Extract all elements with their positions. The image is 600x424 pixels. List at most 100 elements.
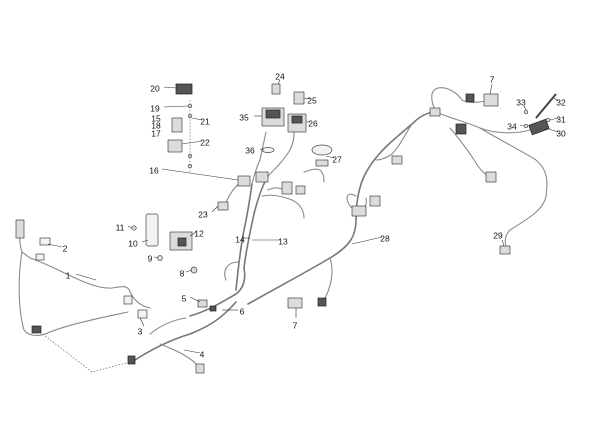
horn-part-27 — [311, 144, 333, 156]
harness-right-drop — [479, 127, 548, 251]
callout-c19: 19 — [150, 103, 160, 113]
callout-c17: 17 — [151, 128, 161, 138]
leader-32 — [553, 97, 559, 102]
harness-14-wire — [235, 183, 253, 291]
leader-10 — [141, 239, 149, 243]
callout-c6: 6 — [240, 306, 245, 316]
switch-part-25 — [293, 91, 305, 105]
leader-lines — [47, 79, 559, 354]
sensor-part-29 — [499, 245, 511, 255]
callout-c36: 36 — [245, 145, 255, 155]
harness-right-mid — [449, 127, 493, 179]
callout-c7b: 7 — [490, 74, 495, 84]
leader-30 — [545, 127, 559, 133]
washer-column — [187, 100, 193, 172]
wire-group — [18, 87, 548, 373]
callout-c13: 13 — [278, 236, 288, 246]
harness-13-wire — [243, 175, 269, 269]
callout-c10: 10 — [128, 238, 138, 248]
connector-part-3b — [137, 309, 148, 319]
rod-part-32 — [535, 93, 557, 119]
callout-c21: 21 — [200, 116, 210, 126]
harness-mid-branch — [261, 194, 305, 219]
callout-c2: 2 — [63, 243, 68, 253]
nut-part-8 — [190, 266, 198, 274]
leader-11 — [127, 225, 133, 229]
harness-right-loop — [375, 123, 413, 161]
callout-c15: 15 — [151, 113, 161, 123]
nut-part-9 — [157, 255, 163, 261]
connector-part-3a — [123, 295, 133, 305]
connector-part-28a — [351, 205, 367, 217]
connector-part-2b — [35, 253, 45, 261]
harness-4-wire — [131, 301, 237, 363]
callout-c30: 30 — [556, 128, 566, 138]
parts-group — [15, 83, 557, 374]
callout-c11: 11 — [116, 222, 125, 232]
leader-9 — [153, 256, 159, 259]
connector-part-16a — [237, 175, 251, 187]
connector-part-7-upper-b — [465, 93, 475, 103]
callout-c18: 18 — [151, 120, 161, 130]
clip-part-15 — [171, 117, 183, 133]
connector-right-c — [485, 171, 497, 183]
leader-34 — [519, 124, 525, 127]
leader-20 — [163, 86, 177, 89]
callout-c5: 5 — [182, 293, 187, 303]
connector-part-7-lower-tip — [317, 297, 327, 307]
callout-c14: 14 — [235, 234, 245, 244]
connector-part-7-lower — [287, 297, 303, 309]
harness-upper-wire-b — [267, 129, 295, 177]
connector-part-24 — [271, 83, 281, 95]
callout-c27: 27 — [332, 154, 342, 164]
leader-31 — [549, 117, 559, 121]
connector-part-28b — [369, 195, 381, 207]
leader-3 — [139, 317, 145, 327]
connector-part-23 — [217, 201, 229, 211]
bracket-part-10 — [145, 213, 159, 247]
callout-c16: 16 — [149, 165, 159, 175]
connector-part-2-upper — [15, 219, 25, 239]
connector-right-a — [429, 107, 441, 117]
callout-c4: 4 — [200, 349, 205, 359]
callout-c23: 23 — [198, 209, 208, 219]
harness-1-lower-wire — [18, 251, 129, 337]
harness-28-lower — [323, 257, 333, 301]
callout-c33: 33 — [516, 97, 526, 107]
connector-part-5a — [197, 299, 208, 308]
harness-28-wire — [247, 111, 437, 305]
leader-36 — [259, 148, 265, 151]
connector-part-16c — [281, 181, 293, 195]
connector-part-16d — [295, 185, 306, 195]
harness-4-branch-b — [149, 317, 187, 335]
callout-c24: 24 — [275, 71, 285, 81]
connector-part-5b — [209, 305, 217, 312]
leader-29 — [501, 239, 505, 247]
callout-c25: 25 — [307, 95, 317, 105]
callout-labels: 1234567789101112131415161718192021222324… — [63, 71, 566, 359]
leader-19 — [163, 105, 189, 108]
leader-5 — [189, 296, 201, 303]
harness-4-branch — [159, 343, 201, 369]
leader-8 — [185, 269, 193, 273]
connector-part-28c — [391, 155, 403, 165]
leader-4 — [183, 349, 201, 354]
leader-1 — [75, 273, 97, 281]
switch-part-35-face — [265, 109, 281, 119]
leader-33 — [523, 105, 527, 111]
leader-2 — [47, 243, 63, 248]
leader-7b — [489, 83, 493, 95]
connector-part-4b — [195, 363, 205, 374]
leader-28 — [351, 236, 383, 245]
callout-c28: 28 — [380, 233, 390, 243]
harness-upper-wire — [251, 131, 267, 185]
callout-c22: 22 — [200, 137, 210, 147]
leader-25 — [303, 97, 311, 100]
harness-1-wire — [19, 219, 151, 309]
harness-13-loop — [224, 261, 239, 281]
harness-6-wire — [189, 267, 246, 317]
harness-right-upper — [431, 87, 491, 113]
callout-c26: 26 — [308, 118, 318, 128]
switch-part-26-face — [291, 115, 303, 124]
